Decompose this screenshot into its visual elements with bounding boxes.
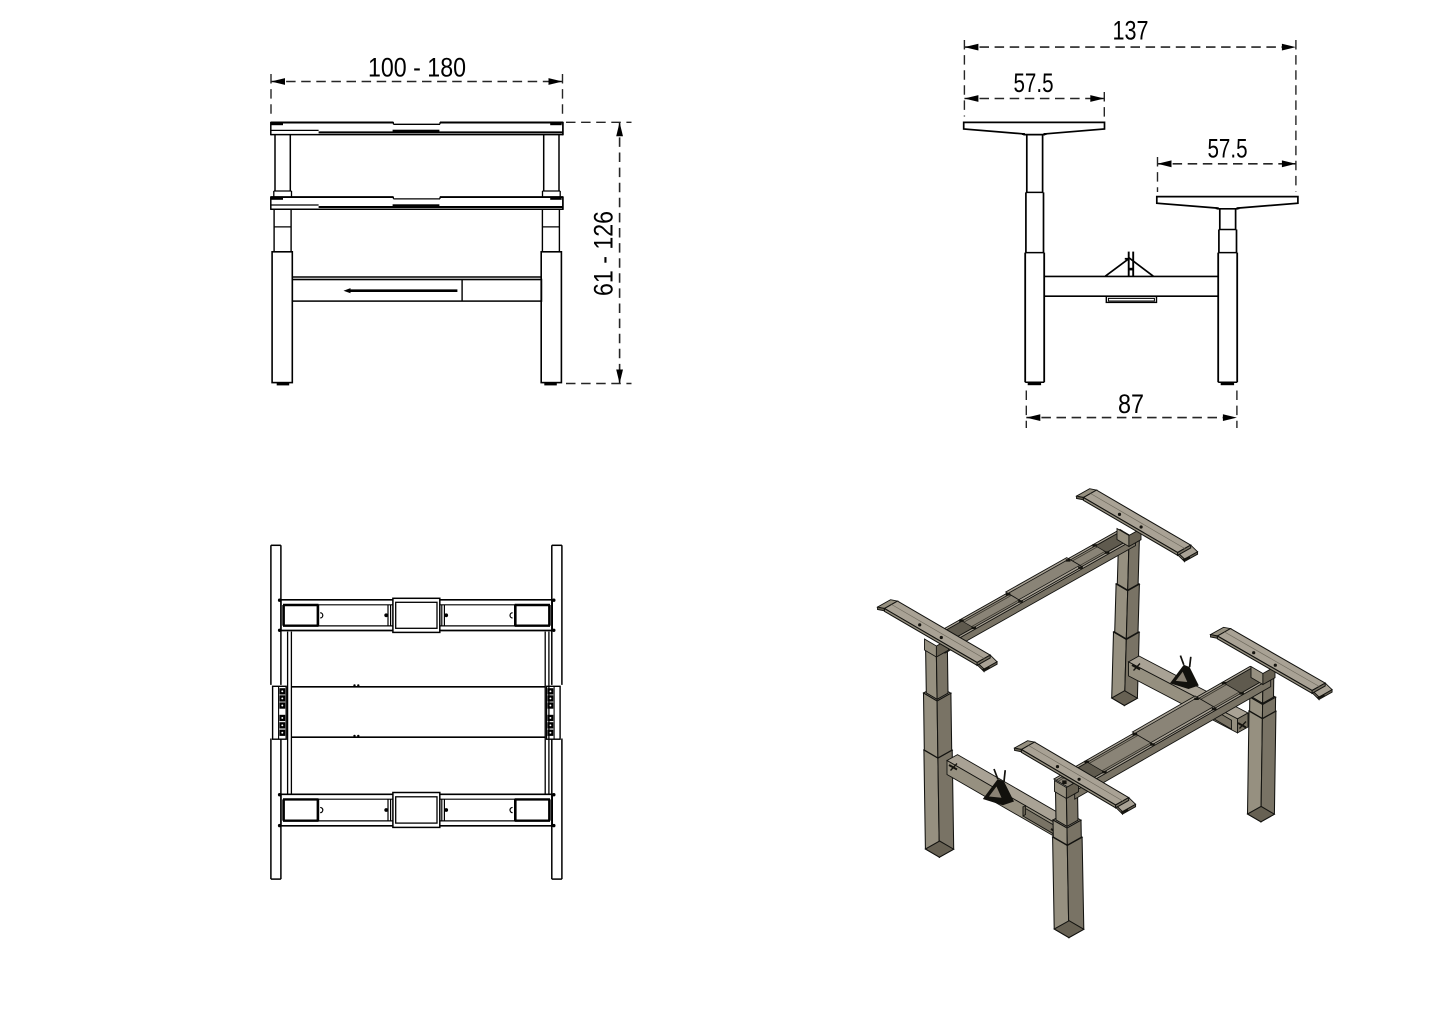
- svg-text:87: 87: [1118, 389, 1144, 419]
- svg-text:100 - 180: 100 - 180: [368, 53, 466, 83]
- svg-text:57.5: 57.5: [1014, 68, 1054, 98]
- svg-text:61 - 126: 61 - 126: [589, 211, 619, 296]
- svg-text:57.5: 57.5: [1208, 134, 1248, 164]
- svg-text:137: 137: [1113, 16, 1149, 46]
